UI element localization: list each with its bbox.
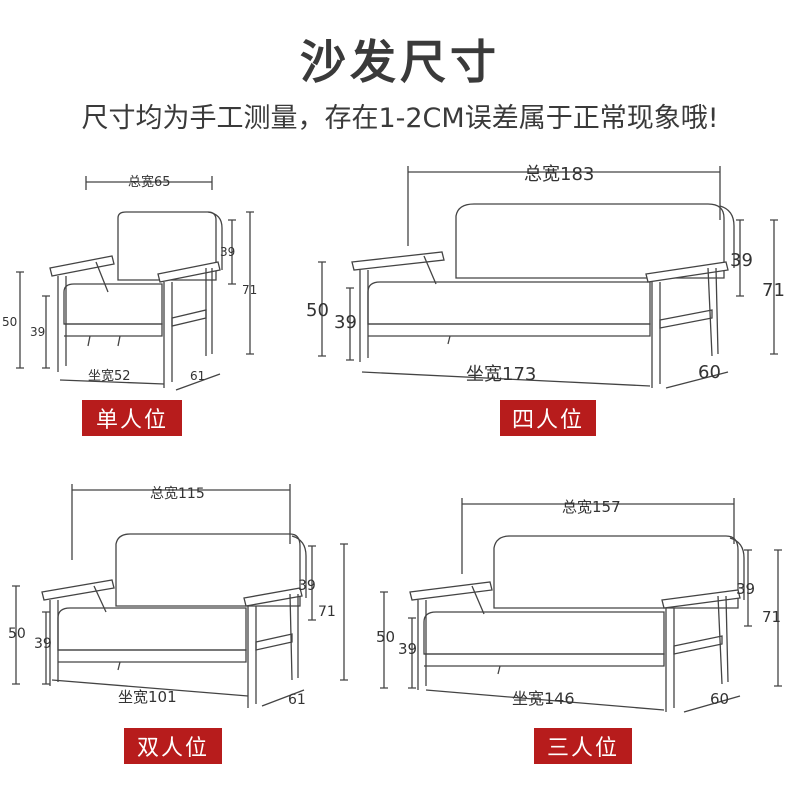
sofa-double-drawing [41,533,307,708]
page-subtitle: 尺寸均为手工测量，存在1-2CM误差属于正常现象哦! [81,103,719,134]
single-back-height-label: 39 [220,245,235,259]
double-total-width-label: 总宽115 [150,485,205,502]
label-double: 双人位 [124,728,222,764]
four-seat-height-label: 39 [334,312,357,333]
single-seat-width-label: 坐宽52 [88,368,131,384]
page-title: 沙发尺寸 [300,35,500,89]
single-seat-height-label: 39 [30,325,45,339]
single-total-width-label: 总宽65 [128,174,171,190]
single-arm-height-label: 50 [2,315,17,329]
four-back-height-label: 39 [730,250,753,271]
four-total-height-label: 71 [762,280,785,301]
label-four: 四人位 [500,400,596,436]
double-seat-height-label: 39 [34,636,52,652]
four-depth-label: 60 [698,362,721,383]
triple-arm-height-label: 50 [376,628,395,646]
four-seat-width-label: 坐宽173 [466,364,536,385]
sofa-triple-drawing [409,535,745,712]
sofa-single-drawing [49,211,223,388]
single-depth-label: 61 [190,369,205,383]
double-back-height-label: 39 [298,578,316,594]
triple-seat-width-label: 坐宽146 [512,689,575,708]
double-depth-label: 61 [288,692,306,708]
sofa-four-drawing [351,203,735,388]
label-triple: 三人位 [534,728,632,764]
four-total-width-label: 总宽183 [524,164,594,185]
four-arm-height-label: 50 [306,300,329,321]
triple-back-height-label: 39 [736,580,755,598]
triple-seat-height-label: 39 [398,640,417,658]
double-total-height-label: 71 [318,604,336,620]
triple-total-width-label: 总宽157 [562,498,621,516]
label-single: 单人位 [82,400,182,436]
triple-depth-label: 60 [710,690,729,708]
triple-total-height-label: 71 [762,608,781,626]
double-arm-height-label: 50 [8,626,26,642]
double-seat-width-label: 坐宽101 [118,688,177,706]
single-total-height-label: 71 [242,283,257,297]
